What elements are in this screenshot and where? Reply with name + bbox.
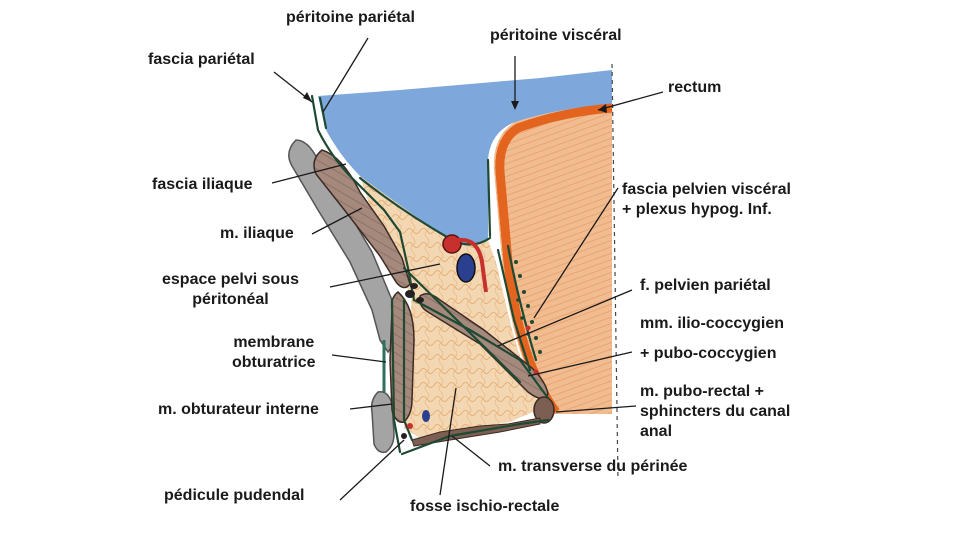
label-fascia-pelvien-visceral: fascia pelvien viscéral + plexus hypog. … [622, 180, 791, 220]
label-membrane-line2: obturatrice [232, 354, 316, 371]
label-espace-pelvi-line1: espace pelvi sous [162, 271, 299, 288]
pudendal-vessel-red [407, 423, 413, 429]
label-f-pelvien-parietal: f. pelvien pariétal [640, 277, 771, 294]
fascia-parietal-arrowhead [303, 92, 312, 102]
label-espace-pelvi: espace pelvi sous péritonéal [162, 270, 299, 310]
ischiorectal-fossa [404, 292, 542, 438]
label-peritoine-visceral: péritoine viscéral [490, 27, 622, 44]
label-m-pubo-rectal: m. pubo-rectal + sphincters du canal ana… [640, 382, 790, 442]
label-mm-ilio-coccygien: mm. ilio-coccygien [640, 315, 785, 332]
fascia-lines [310, 94, 550, 456]
label-pubo-coccygien: + pubo-coccygien [640, 345, 777, 362]
label-fascia-pelvien-visceral-line1: fascia pelvien viscéral [622, 181, 791, 198]
puborectal-muscle [533, 396, 555, 424]
peritoine-visceral-arrowhead [511, 101, 519, 110]
pudendal-vessel-dark [401, 433, 407, 439]
label-espace-pelvi-line2: péritonéal [192, 291, 269, 308]
label-pedicule-pudendal: pédicule pudendal [164, 487, 305, 504]
vessel-dark-2 [416, 297, 424, 303]
vessel-red [442, 234, 462, 254]
label-m-iliaque: m. iliaque [220, 225, 294, 242]
plexus-red-1 [525, 325, 531, 331]
midline-dashed [611, 63, 619, 481]
label-fosse-ischio-rectale: fosse ischio-rectale [410, 498, 560, 515]
label-fascia-parietal: fascia pariétal [148, 51, 255, 68]
label-m-obturateur-interne: m. obturateur interne [158, 401, 319, 418]
label-fascia-pelvien-visceral-line2: + plexus hypog. Inf. [622, 201, 772, 218]
pudendal-vessel-blue [422, 410, 430, 422]
iliac-bone [288, 139, 397, 354]
peritoneal-cavity [318, 70, 612, 245]
label-pubo-rectal-line1: m. pubo-rectal + [640, 383, 765, 400]
vessel-red-branch [457, 237, 488, 293]
label-fascia-iliaque: fascia iliaque [152, 176, 253, 193]
rectum-arrowhead [598, 104, 607, 113]
label-membrane-line1: membrane [233, 334, 315, 351]
label-membrane-obturatrice: membrane obturatrice [232, 333, 316, 373]
label-peritoine-parietal: péritoine pariétal [286, 9, 415, 26]
leader-lines [271, 37, 664, 501]
iliacus-muscle [313, 149, 411, 289]
ischium [370, 391, 395, 454]
label-rectum: rectum [668, 79, 722, 96]
label-m-transverse: m. transverse du périnée [498, 458, 688, 475]
label-pubo-rectal-line3: anal [640, 423, 673, 440]
vessel-blue [456, 253, 476, 283]
label-pubo-rectal-line2: sphincters du canal [640, 403, 791, 420]
vessel-dark-3 [410, 283, 418, 289]
vessel-dark-1 [405, 290, 415, 298]
